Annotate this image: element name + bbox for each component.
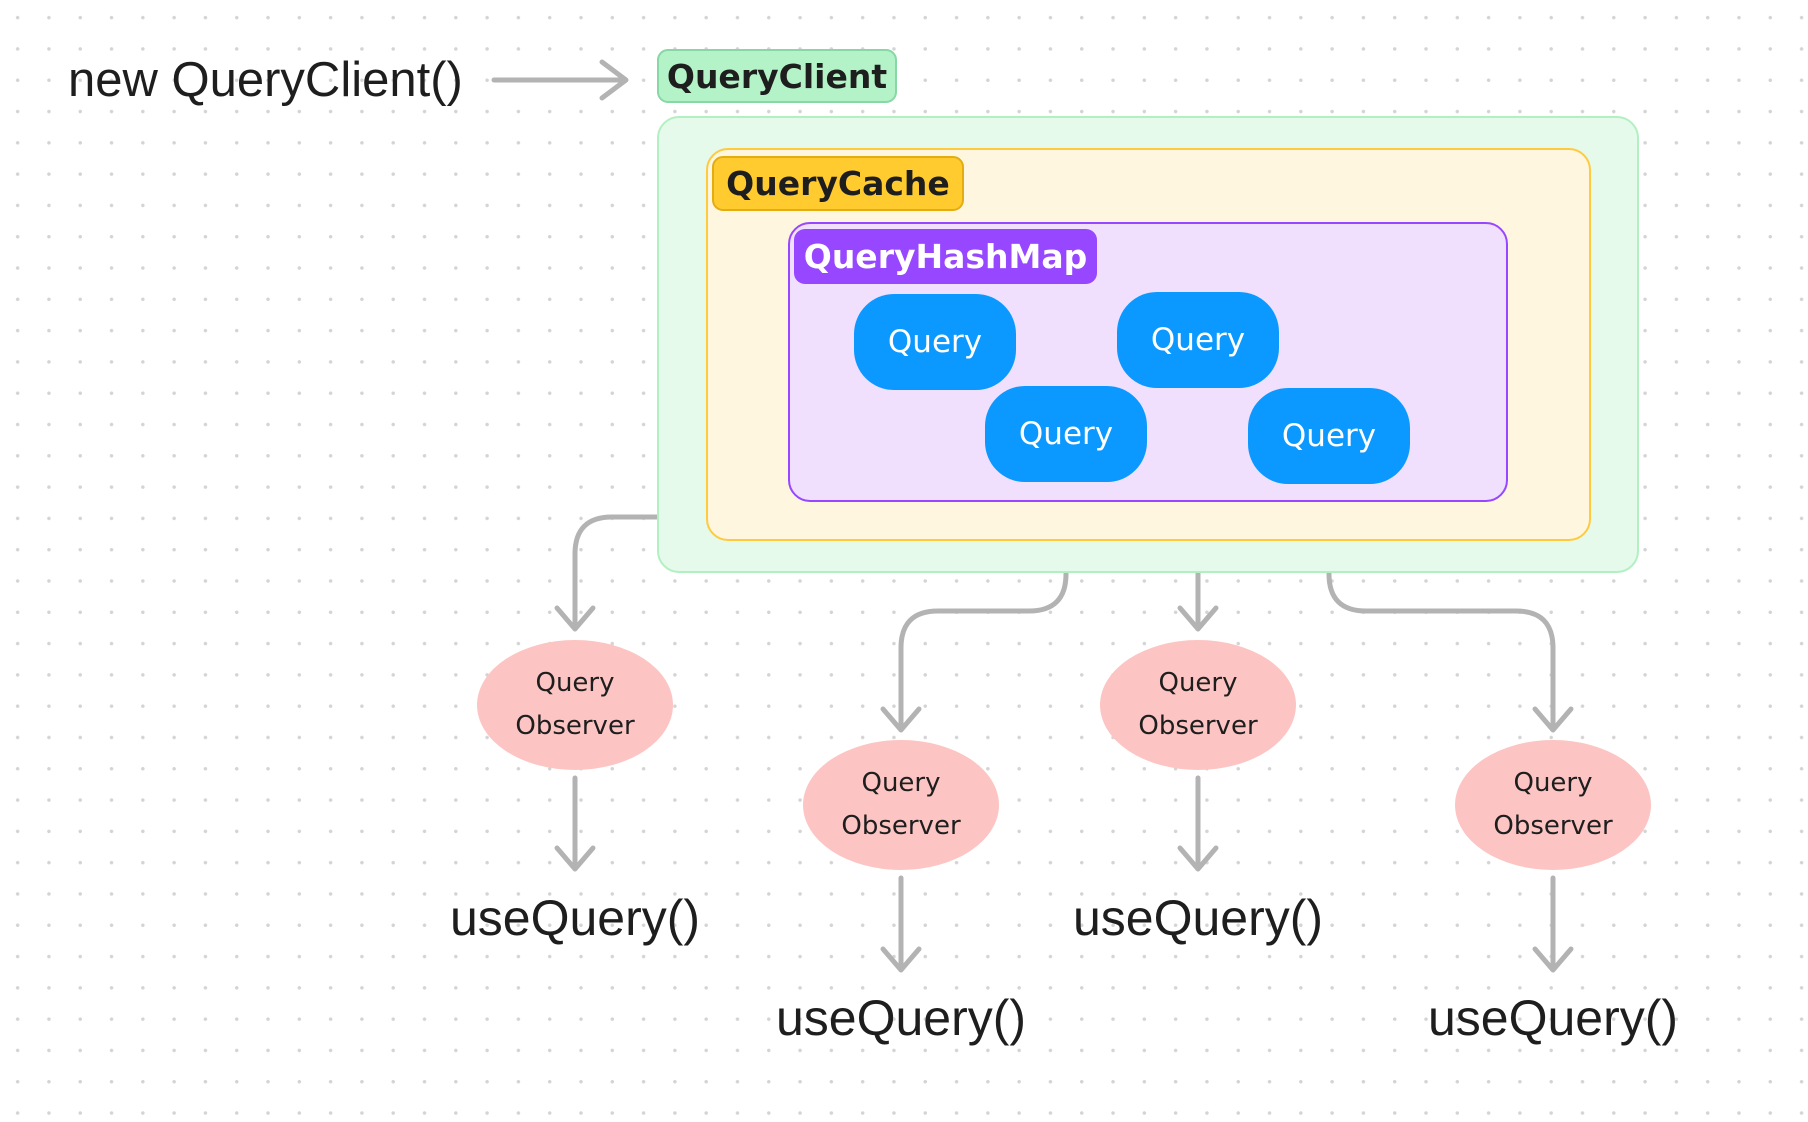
query-observer[interactable]: Query Observer — [1455, 740, 1651, 870]
query-observer[interactable]: Query Observer — [477, 640, 673, 770]
use-query-hook: useQuery() — [449, 890, 701, 946]
query-node-label: Query — [1150, 322, 1246, 358]
query-observer-line1: Query — [535, 668, 615, 698]
query-node-label: Query — [887, 324, 983, 360]
query-observer-line2: Observer — [1493, 811, 1613, 841]
query-observer-line2: Observer — [515, 711, 635, 741]
constructor-call-label: new QueryClient() — [68, 53, 463, 107]
query-node-label: Query — [1018, 416, 1114, 452]
query-observer-line1: Query — [861, 768, 941, 798]
use-query-hook: useQuery() — [1427, 990, 1679, 1046]
query-node[interactable]: Query — [1117, 292, 1279, 388]
query-node-label: Query — [1281, 418, 1377, 454]
arrowhead-observer-1-hook — [554, 845, 596, 872]
arrowhead-observer-3-hook — [1177, 845, 1219, 872]
use-query-hook: useQuery() — [1072, 890, 1324, 946]
connector-query-4-observer-4 — [1326, 491, 1556, 731]
use-query-hook: useQuery() — [775, 990, 1027, 1046]
arrowhead-query-4-observer-4 — [1532, 706, 1574, 733]
query-node[interactable]: Query — [854, 294, 1016, 390]
query-observer[interactable]: Query Observer — [803, 740, 999, 870]
query-hash-map-label: QueryHashMap — [803, 237, 1088, 276]
query-hash-map-tag: QueryHashMap — [794, 229, 1097, 284]
query-observer-line1: Query — [1158, 668, 1238, 698]
connector-query-2-observer-2 — [898, 489, 1069, 731]
query-observer-line2: Observer — [841, 811, 961, 841]
arrowhead-query-3-observer-3 — [1177, 605, 1219, 632]
query-cache-tag: QueryCache — [712, 156, 964, 211]
query-node[interactable]: Query — [1248, 388, 1410, 484]
query-observer-line2: Observer — [1138, 711, 1258, 741]
query-node[interactable]: Query — [985, 386, 1147, 482]
arrowhead-observer-2-hook — [880, 946, 922, 973]
query-cache-label: QueryCache — [726, 164, 950, 203]
arrowhead-query-2-observer-2 — [880, 706, 922, 733]
query-client-tag: QueryClient — [657, 49, 897, 103]
query-observer-line1: Query — [1513, 768, 1593, 798]
arrowhead-query-1-observer-1 — [554, 605, 596, 632]
arrowhead-constructor — [599, 59, 629, 101]
query-observer[interactable]: Query Observer — [1100, 640, 1296, 770]
query-client-label: QueryClient — [666, 56, 888, 96]
arrowhead-observer-4-hook — [1532, 946, 1574, 973]
